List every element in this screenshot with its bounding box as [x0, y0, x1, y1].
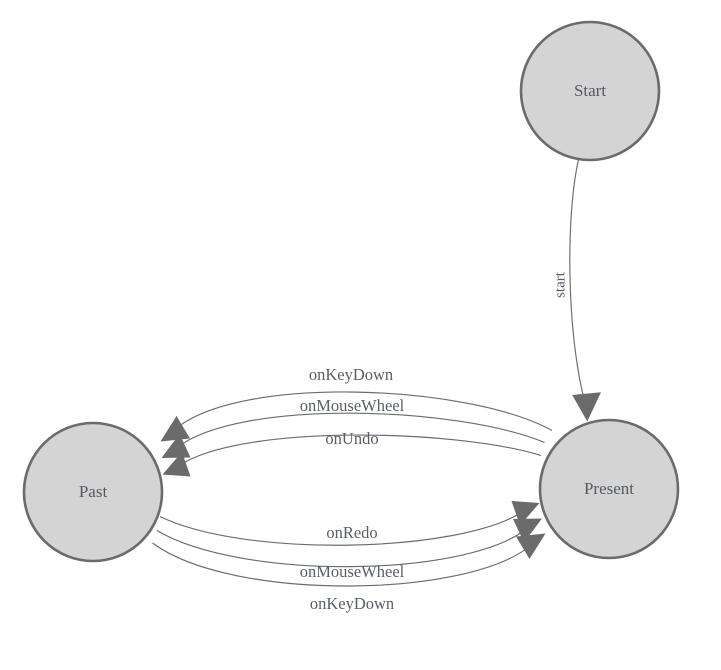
- arrowhead-past-present-2: [513, 518, 542, 543]
- node-start-circle: [519, 20, 661, 162]
- node-start[interactable]: Start: [519, 20, 661, 162]
- edge-label-past-present-2: onMouseWheel: [300, 562, 405, 581]
- edge-path-past-present-2: [156, 528, 528, 568]
- edge-label-present-past-2: onMouseWheel: [300, 396, 405, 415]
- edge-present-to-past-onmousewheel[interactable]: [161, 412, 545, 458]
- edge-present-to-past-onkeydown[interactable]: [160, 391, 553, 442]
- arrowhead-present-past-2: [161, 434, 191, 458]
- edge-past-to-present-onkeydown[interactable]: [152, 533, 546, 587]
- node-present-circle: [538, 418, 680, 560]
- node-past[interactable]: Past: [22, 421, 164, 563]
- edge-label-past-present-1: onRedo: [326, 523, 377, 542]
- edge-past-to-present-onmousewheel[interactable]: [156, 518, 542, 568]
- edge-path-present-past-2: [176, 412, 545, 449]
- edge-present-to-past-onundo[interactable]: [162, 434, 542, 477]
- edge-path-present-past-3: [178, 434, 542, 467]
- arrowhead-start: [572, 392, 601, 422]
- arrowhead-present-past-3: [162, 452, 191, 477]
- edge-label-past-present-3: onKeyDown: [310, 594, 394, 613]
- edge-past-to-present-onredo[interactable]: [159, 501, 540, 546]
- edge-path-past-present-1: [159, 511, 524, 546]
- edge-start-to-present[interactable]: [569, 159, 601, 422]
- edge-path-start: [569, 159, 586, 404]
- edge-label-start: start: [552, 271, 568, 298]
- edge-path-present-past-1: [174, 391, 553, 432]
- node-present[interactable]: Present: [538, 418, 680, 560]
- node-past-circle: [22, 421, 164, 563]
- edge-label-present-past-3: onUndo: [325, 429, 378, 448]
- arrowhead-present-past-1: [160, 416, 190, 442]
- edge-label-present-past-1: onKeyDown: [309, 365, 393, 384]
- edge-path-past-present-3: [152, 542, 532, 587]
- arrowhead-past-present-3: [516, 533, 546, 559]
